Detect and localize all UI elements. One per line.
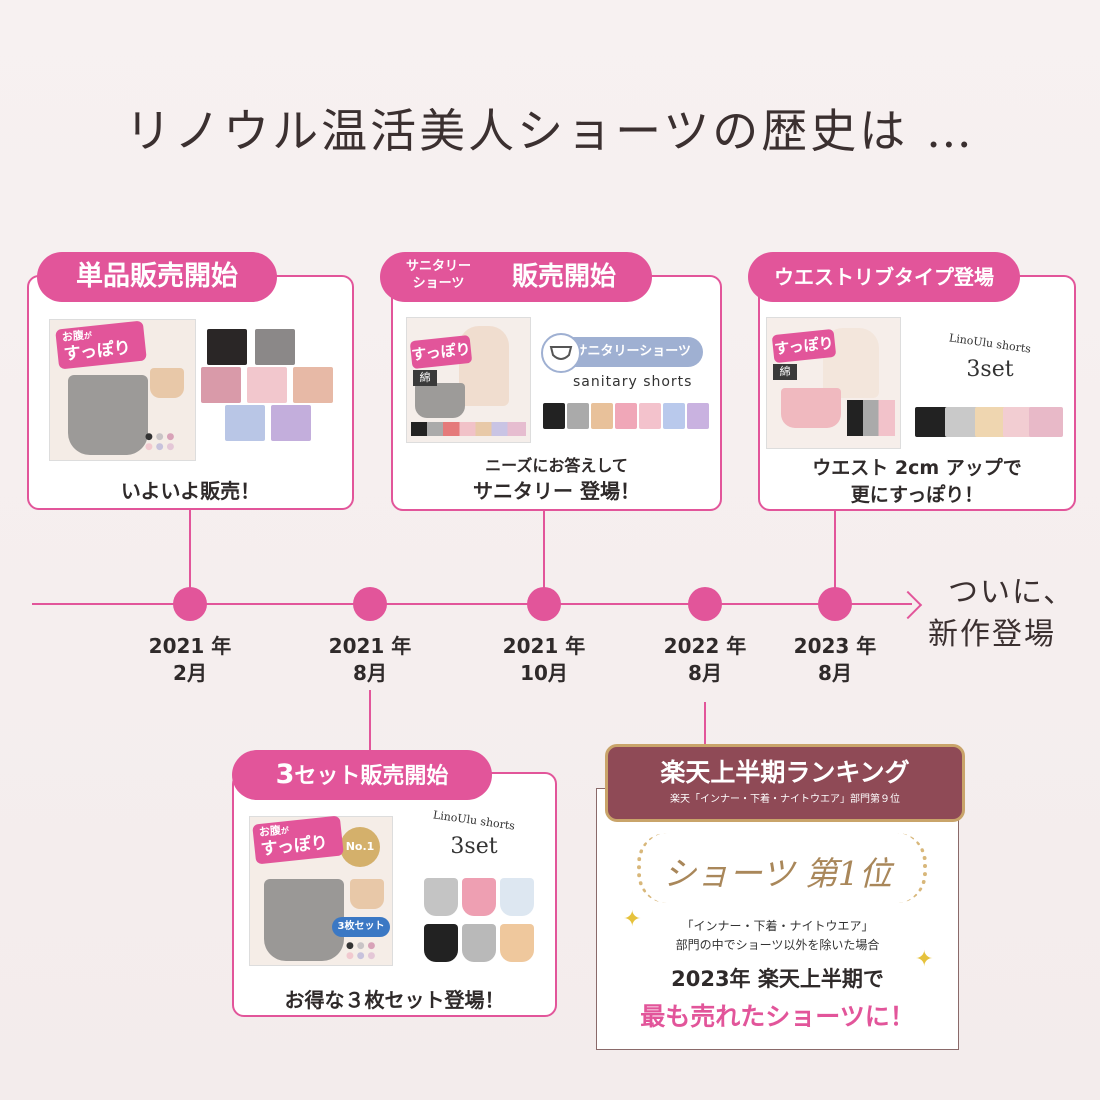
banner-sub: 楽天「インナー・下着・ナイトウエア」部門第９位 [670, 794, 900, 805]
card-single-launch: ● ● ●● ● ● お腹がすっぽり いよいよ販売！ [27, 275, 354, 510]
caption-line-2: 更にすっぽり！ [850, 484, 984, 506]
label-3set-launch: 3セット販売開始 [232, 750, 492, 800]
connector-2021-08 [369, 690, 371, 772]
final-line-2: 新作登場 [928, 617, 1056, 652]
label-waist-rib: ウエストリブタイプ登場 [748, 252, 1020, 302]
card-sanitary-launch: すっぽり 綿 サニタリーショーツ sanitary shorts ニーズにお答え… [391, 275, 722, 511]
timeline-dot [818, 587, 852, 621]
shorts-outline-icon [541, 333, 581, 373]
page-title: リノウル温活美人ショーツの歴史は … [125, 104, 975, 158]
3set-variants [424, 878, 536, 966]
caption-line-1: ウエスト 2cm アップで [812, 457, 1022, 479]
timeline-axis [32, 603, 912, 605]
shorts-pink [781, 388, 841, 428]
set-text: 3set [966, 357, 1014, 382]
label-sanitary-launch: サニタリーショーツ 販売開始 [380, 252, 652, 302]
note-line-1: 「インナー・下着・ナイトウエア」 [681, 919, 874, 933]
beige-shorts [350, 879, 384, 909]
laurel-right-icon [897, 833, 927, 903]
no1-badge: No.1 [340, 827, 380, 867]
final-announcement: ついに、 新作登場 [928, 572, 1098, 656]
caption: お得な３枚セット登場！ [284, 988, 505, 1012]
caption-line-2: サニタリー 登場！ [473, 479, 640, 503]
laurel-left-icon [637, 833, 667, 903]
card-waist-rib: すっぽり 綿 LinoUlu shorts 3set ウエスト 2cm アップで… [758, 275, 1076, 511]
timeline-dot [688, 587, 722, 621]
beige-shorts [150, 368, 184, 398]
timeline-dot [527, 587, 561, 621]
cotton-badge: 綿 [773, 364, 797, 380]
final-line-1: ついに、 [948, 575, 1076, 610]
caption: いよいよ販売！ [120, 479, 261, 503]
brand-text: LinoUlu shorts [948, 331, 1032, 356]
color-dots: ● ● ●● ● ● [346, 941, 376, 961]
card-3set-launch: No.1 3枚セット ● ● ●● ● ● お腹がすっぽり LinoUlu sh… [232, 772, 557, 1017]
cotton-badge: 綿 [413, 370, 437, 386]
model-body [264, 879, 344, 961]
caption-line-1: ニーズにお答えして [485, 456, 628, 475]
model-body [68, 375, 148, 455]
label-single-launch: 単品販売開始 [37, 252, 277, 302]
waist-variants [915, 407, 1065, 439]
shorts-gray [415, 383, 465, 418]
timeline-dot [353, 587, 387, 621]
sanitary-tag-en: sanitary shorts [573, 374, 693, 390]
connector-2021-02 [189, 510, 191, 590]
color-variants [543, 403, 711, 433]
color-dots: ● ● ●● ● ● [145, 432, 175, 452]
award-title: ショーツ 第1位 [663, 854, 892, 893]
brand-text: LinoUlu shorts [432, 808, 516, 833]
ranking-banner: 楽天上半期ランキング 楽天「インナー・下着・ナイトウエア」部門第９位 [605, 744, 965, 822]
connector-2022-08 [704, 702, 706, 750]
color-variants-grid [201, 329, 339, 441]
banner-title: 楽天上半期ランキング [660, 758, 910, 787]
card-ranking: ショーツ 第1位 ✦ ✦ 「インナー・下着・ナイトウエア」 部門の中でショーツ以… [596, 788, 959, 1050]
timeline-arrow-icon [893, 590, 923, 620]
product-photo: すっぽり 綿 [766, 317, 901, 449]
product-photo: すっぽり 綿 [406, 317, 531, 443]
set-badge: 3枚セット [332, 917, 390, 937]
sparkle-icon: ✦ [623, 907, 642, 932]
color-grid [847, 400, 895, 436]
note-line-2: 部門の中でショーツ以外を除いた場合 [675, 938, 880, 952]
sparkle-icon: ✦ [915, 947, 934, 972]
ranking-line-2: 最も売れたショーツに！ [640, 1002, 915, 1031]
connector-2023-08 [834, 511, 836, 591]
ranking-line-1: 2023年 楽天上半期で [671, 967, 884, 991]
set-text: 3set [450, 834, 498, 859]
connector-2021-10 [543, 511, 545, 591]
color-row [411, 422, 526, 436]
timeline-dot [173, 587, 207, 621]
